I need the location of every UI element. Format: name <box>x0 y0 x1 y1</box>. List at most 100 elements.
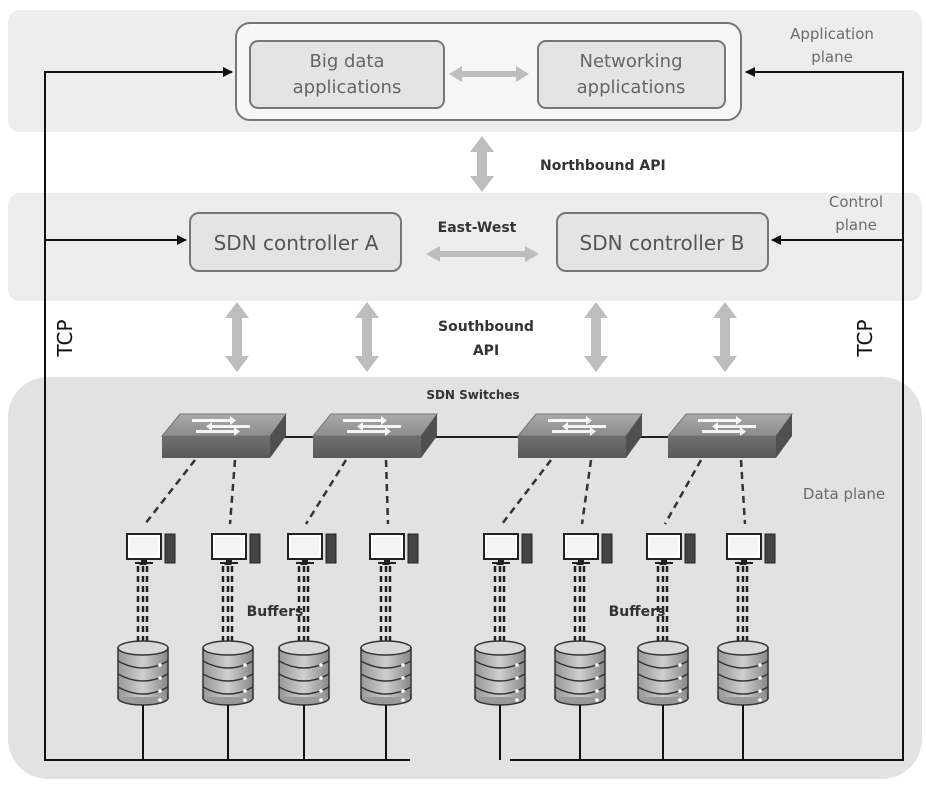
host-8 <box>717 533 776 760</box>
database-ring <box>360 673 412 682</box>
database-led <box>401 663 405 667</box>
buffer-arrowhead <box>139 561 147 565</box>
host-6 <box>554 533 613 760</box>
apps-double-arrow <box>449 66 529 82</box>
switch-arrow-icon <box>698 416 742 425</box>
database-ring <box>117 686 169 695</box>
database-ring <box>474 673 526 682</box>
buffers-label-right: Buffers <box>609 604 666 620</box>
switch-arrow-icon <box>192 416 236 425</box>
database-fill <box>204 648 252 697</box>
database-ring <box>202 673 254 682</box>
host-7 <box>637 533 696 760</box>
sdn-controller-b-box <box>556 212 769 272</box>
database-ring <box>278 673 330 682</box>
database-top <box>360 640 412 656</box>
switch-side-face <box>776 414 792 458</box>
database-ring <box>637 673 689 682</box>
northbound-api-label: Northbound API <box>540 158 666 174</box>
tcp-label-right: TCP <box>853 319 877 357</box>
database-led <box>158 663 162 667</box>
database-led <box>515 689 519 693</box>
buffer-arrowhead <box>300 561 308 565</box>
networking-applications-label-line1: Networking <box>580 51 683 72</box>
database-led <box>595 689 599 693</box>
networking-applications-label-line2: applications <box>577 77 686 98</box>
pc-tower-icon <box>684 533 696 564</box>
monitor-screen <box>373 537 401 555</box>
switch-front-face <box>313 436 421 458</box>
monitor-stand <box>302 559 308 563</box>
database-fill <box>556 648 604 697</box>
database-fill <box>362 648 410 697</box>
database-led <box>595 663 599 667</box>
networking-applications-box <box>537 40 726 109</box>
switch-arrow-icon <box>196 427 240 436</box>
database-led <box>678 663 682 667</box>
database-ring <box>474 660 526 669</box>
tcp-label-left: TCP <box>53 319 77 357</box>
monitor-stand <box>578 559 584 563</box>
buffer-arrowhead <box>382 561 390 565</box>
data-plane-label: Data plane <box>803 485 885 503</box>
sdn-controller-a-box <box>189 212 402 272</box>
database-led <box>243 698 247 702</box>
monitor-screen <box>291 537 319 555</box>
monitor-stand <box>498 559 504 563</box>
sdn-switches-label: SDN Switches <box>426 388 519 402</box>
pc-tower-icon <box>325 533 337 564</box>
switch-front-face <box>518 436 626 458</box>
pc-tower-icon <box>764 533 776 564</box>
database-top <box>278 640 330 656</box>
database-top <box>202 640 254 656</box>
host-1 <box>117 533 176 760</box>
database-led <box>595 698 599 702</box>
big-data-applications-label-line2: applications <box>293 77 402 98</box>
database-top <box>554 640 606 656</box>
database-ring <box>278 660 330 669</box>
database-fill <box>639 648 687 697</box>
database-ring <box>360 686 412 695</box>
switch-host-dashed-link <box>144 459 196 525</box>
switch-front-face <box>162 436 270 458</box>
sdn-controller-b-label: SDN controller B <box>580 231 745 255</box>
database-fill <box>119 648 167 697</box>
database-led <box>319 676 323 680</box>
database-led <box>243 676 247 680</box>
monitor-screen <box>215 537 243 555</box>
sdn-switch-1 <box>160 413 287 458</box>
monitor-stand <box>384 559 390 563</box>
sdn-switch-2 <box>311 413 438 458</box>
database-top <box>474 640 526 656</box>
host-5 <box>474 533 533 760</box>
database-led <box>515 698 519 702</box>
pc-tower-icon <box>164 533 176 564</box>
monitor-stand <box>226 559 232 563</box>
switch-front-face <box>668 436 776 458</box>
switch-side-face <box>270 414 286 458</box>
switch-host-dashed-link <box>228 459 237 525</box>
control-plane-bg <box>8 193 922 301</box>
switch-arrow-icon <box>702 427 746 436</box>
switch-host-dashed-link <box>384 459 390 525</box>
database-top <box>637 640 689 656</box>
big-data-applications-box <box>249 40 445 109</box>
switch-host-dashed-link <box>739 459 747 525</box>
database-led <box>595 676 599 680</box>
switch-side-face <box>421 414 437 458</box>
buffer-arrowhead <box>576 561 584 565</box>
control-plane-label-line1: Control <box>829 193 883 211</box>
database-ring <box>202 686 254 695</box>
east-west-arrow <box>426 246 539 262</box>
host-2 <box>202 533 261 760</box>
east-west-label: East-West <box>438 220 517 236</box>
database-led <box>758 663 762 667</box>
switch-host-dashed-link <box>501 459 552 525</box>
database-led <box>678 676 682 680</box>
switch-arrow-icon <box>206 422 250 431</box>
monitor-screen <box>487 537 515 555</box>
database-fill <box>280 648 328 697</box>
database-top <box>117 640 169 656</box>
database-led <box>243 663 247 667</box>
